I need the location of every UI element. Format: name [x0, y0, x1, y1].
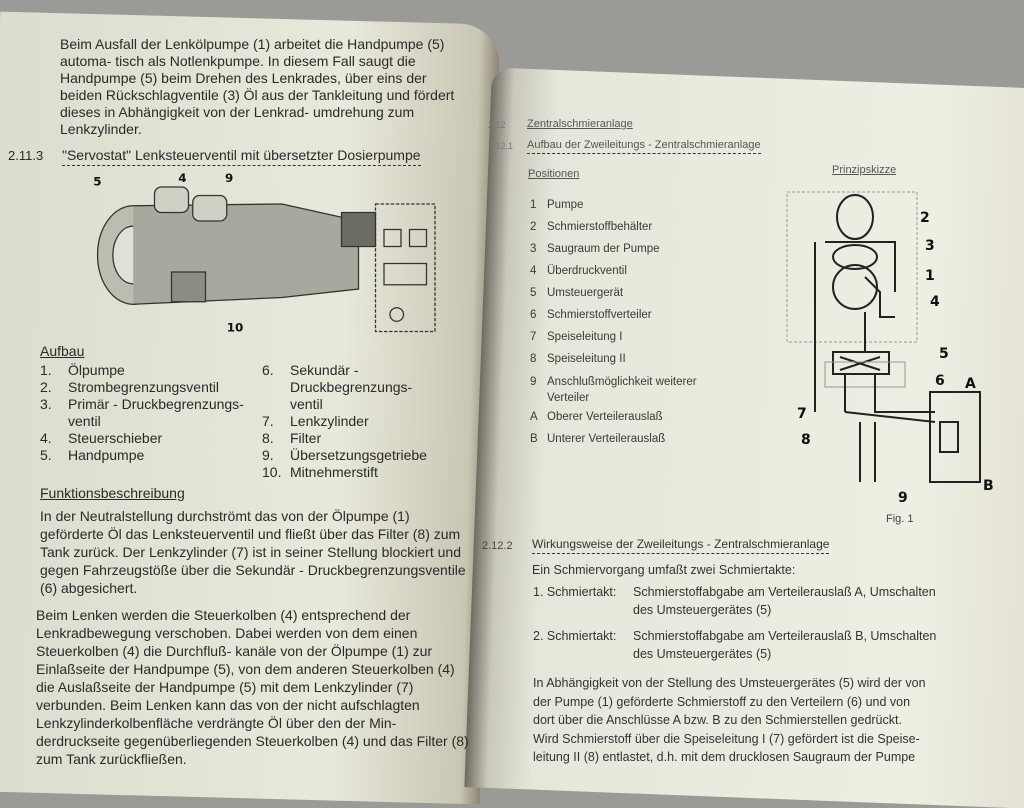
list-item: 9.Übersetzungsgetriebe: [262, 447, 427, 463]
figure-caption: Fig. 1: [886, 513, 914, 525]
section-title: Aufbau der Zweileitungs - Zentralschmier…: [527, 137, 761, 154]
text-line: umdrehung zum Lenkzylinder.: [60, 104, 415, 137]
function-paragraph: In Abhängigkeit von der Stellung des Ums…: [533, 674, 926, 767]
callout-a: A: [965, 376, 976, 392]
text-line: In der Neutralstellung durchströmt das v…: [40, 508, 410, 542]
text-line: über die Sekundär - Druckbegrenzungsvent…: [40, 562, 466, 596]
list-item: Verteiler: [547, 392, 590, 404]
text-line: kanäle von der Ölpumpe (1) zur Einlaßsei…: [36, 643, 433, 677]
list-item: 4.Steuerschieber: [40, 430, 163, 446]
aufbau-list-right: 6.Sekundär - Druckbegrenzungs- ventil 7.…: [262, 362, 470, 481]
callout-9: 9: [225, 171, 233, 185]
list-item: 6.Sekundär - Druckbegrenzungs-: [262, 362, 413, 395]
callout-3: 3: [925, 238, 935, 254]
aufbau-list-left: 1.Ölpumpe 2.Strombegrenzungsventil 3.Pri…: [40, 362, 255, 464]
text-line: aufschlagten Lenkzylinderkolbenfläche ve…: [36, 697, 420, 731]
text-line: tisch als Notlenkpumpe. In diesem Fall s…: [60, 53, 416, 86]
valve-illustration: 5 4 9 10: [93, 171, 436, 335]
text-line: das Lenksteuerventil und fließt über das…: [40, 526, 461, 560]
section-number: 2.12.2: [482, 540, 513, 552]
callout-4: 4: [930, 294, 940, 310]
text-line: verschoben. Dabei werden von dem einen S…: [36, 625, 418, 659]
text-line: leitung II (8) entlastet, d.h. mit dem d…: [533, 750, 916, 764]
callout-10: 10: [227, 321, 244, 335]
callout-5: 5: [93, 174, 101, 188]
section-title: Wirkungsweise der Zweileitungs - Zentral…: [532, 535, 830, 554]
callout-7: 7: [797, 406, 807, 422]
list-item: 10.Mitnehmerstift: [262, 464, 378, 480]
callout-8: 8: [801, 432, 811, 448]
steering-paragraph: Beim Lenken werden die Steuerkolben (4) …: [36, 606, 470, 768]
list-item: des Umsteuergerätes (5): [633, 603, 772, 617]
aufbau-heading: Aufbau: [40, 343, 85, 359]
text-line: Tank zurückfließen.: [66, 751, 187, 767]
callout-2: 2: [920, 210, 930, 226]
text-line: Lenkzylinder (7) ist in seiner Stellung …: [40, 544, 461, 578]
list-item: 1.Ölpumpe: [40, 362, 125, 378]
text-line: der Pumpe (1) geförderte Schmierstoff zu…: [533, 694, 911, 709]
callout-9: 9: [898, 490, 908, 506]
positions-heading: Positionen: [528, 168, 580, 180]
callout-4: 4: [178, 171, 186, 185]
list-item: 8.Filter: [262, 430, 322, 446]
text-line: In Abhängigkeit von der Stellung des Ums…: [533, 676, 926, 690]
text-line: Beim Ausfall der Lenkölpumpe (1) arbeite…: [60, 36, 445, 69]
list-item: 3.Primär - Druckbegrenzungs-: [40, 396, 244, 412]
lubrication-schematic: 2 3 1 4 5 6 A 7 8 B 9: [786, 191, 994, 506]
callout-1: 1: [925, 268, 935, 284]
callout-6: 6: [935, 373, 945, 389]
text-line: dort über die Anschlüsse A bzw. B zu den…: [533, 713, 902, 727]
section-title: "Servostat" Lenksteuerventil mit überset…: [62, 146, 421, 166]
list-item: ventil: [290, 396, 323, 412]
section-number: 2.12.1: [488, 141, 514, 151]
funktion-heading: Funktionsbeschreibung: [40, 485, 185, 501]
list-item: 5.Handpumpe: [40, 447, 145, 463]
sketch-title: Prinzipskizze: [832, 164, 897, 176]
text-line: Beim Lenken werden die Steuerkolben (4) …: [36, 607, 411, 641]
list-item: 1. Schmiertakt:Schmierstoffabgabe am Ver…: [533, 585, 936, 599]
text-line: dem anderen Steuerkolben (4) die Auslaßs…: [36, 661, 455, 695]
text-line: aus der Tankleitung und fördert dieses i…: [60, 87, 455, 120]
list-item: 2.Strombegrenzungsventil: [40, 379, 219, 395]
text-line: Wird Schmierstoff über die Speiseleitung…: [533, 731, 920, 746]
text-line: Drehen des Lenkrades, über eins der beid…: [60, 70, 427, 103]
list-item: 2. Schmiertakt:Schmierstoffabgabe am Ver…: [533, 629, 937, 643]
chapter-title: Zentralschmieranlage: [527, 118, 633, 130]
steps-list: 1. Schmiertakt:Schmierstoffabgabe am Ver…: [533, 583, 936, 663]
list-item: des Umsteuergerätes (5): [633, 647, 772, 661]
intro-text: Ein Schmiervorgang umfaßt zwei Schmierta…: [532, 563, 796, 577]
intro-paragraph: Beim Ausfall der Lenkölpumpe (1) arbeite…: [60, 36, 470, 138]
callout-5: 5: [939, 346, 949, 362]
list-item: ventil: [68, 413, 101, 429]
section-number: 2.11.3: [8, 148, 44, 163]
chapter-number: 2.12: [488, 120, 506, 130]
text-line: derdruckseite gegenüberliegenden Steuerk…: [36, 733, 469, 767]
text-line: dem Lenkzylinder (7) verbunden. Beim Len…: [36, 679, 414, 713]
neutral-paragraph: In der Neutralstellung durchströmt das v…: [40, 507, 470, 597]
list-item: 7.Lenkzylinder: [262, 413, 369, 429]
callout-b: B: [983, 478, 994, 494]
